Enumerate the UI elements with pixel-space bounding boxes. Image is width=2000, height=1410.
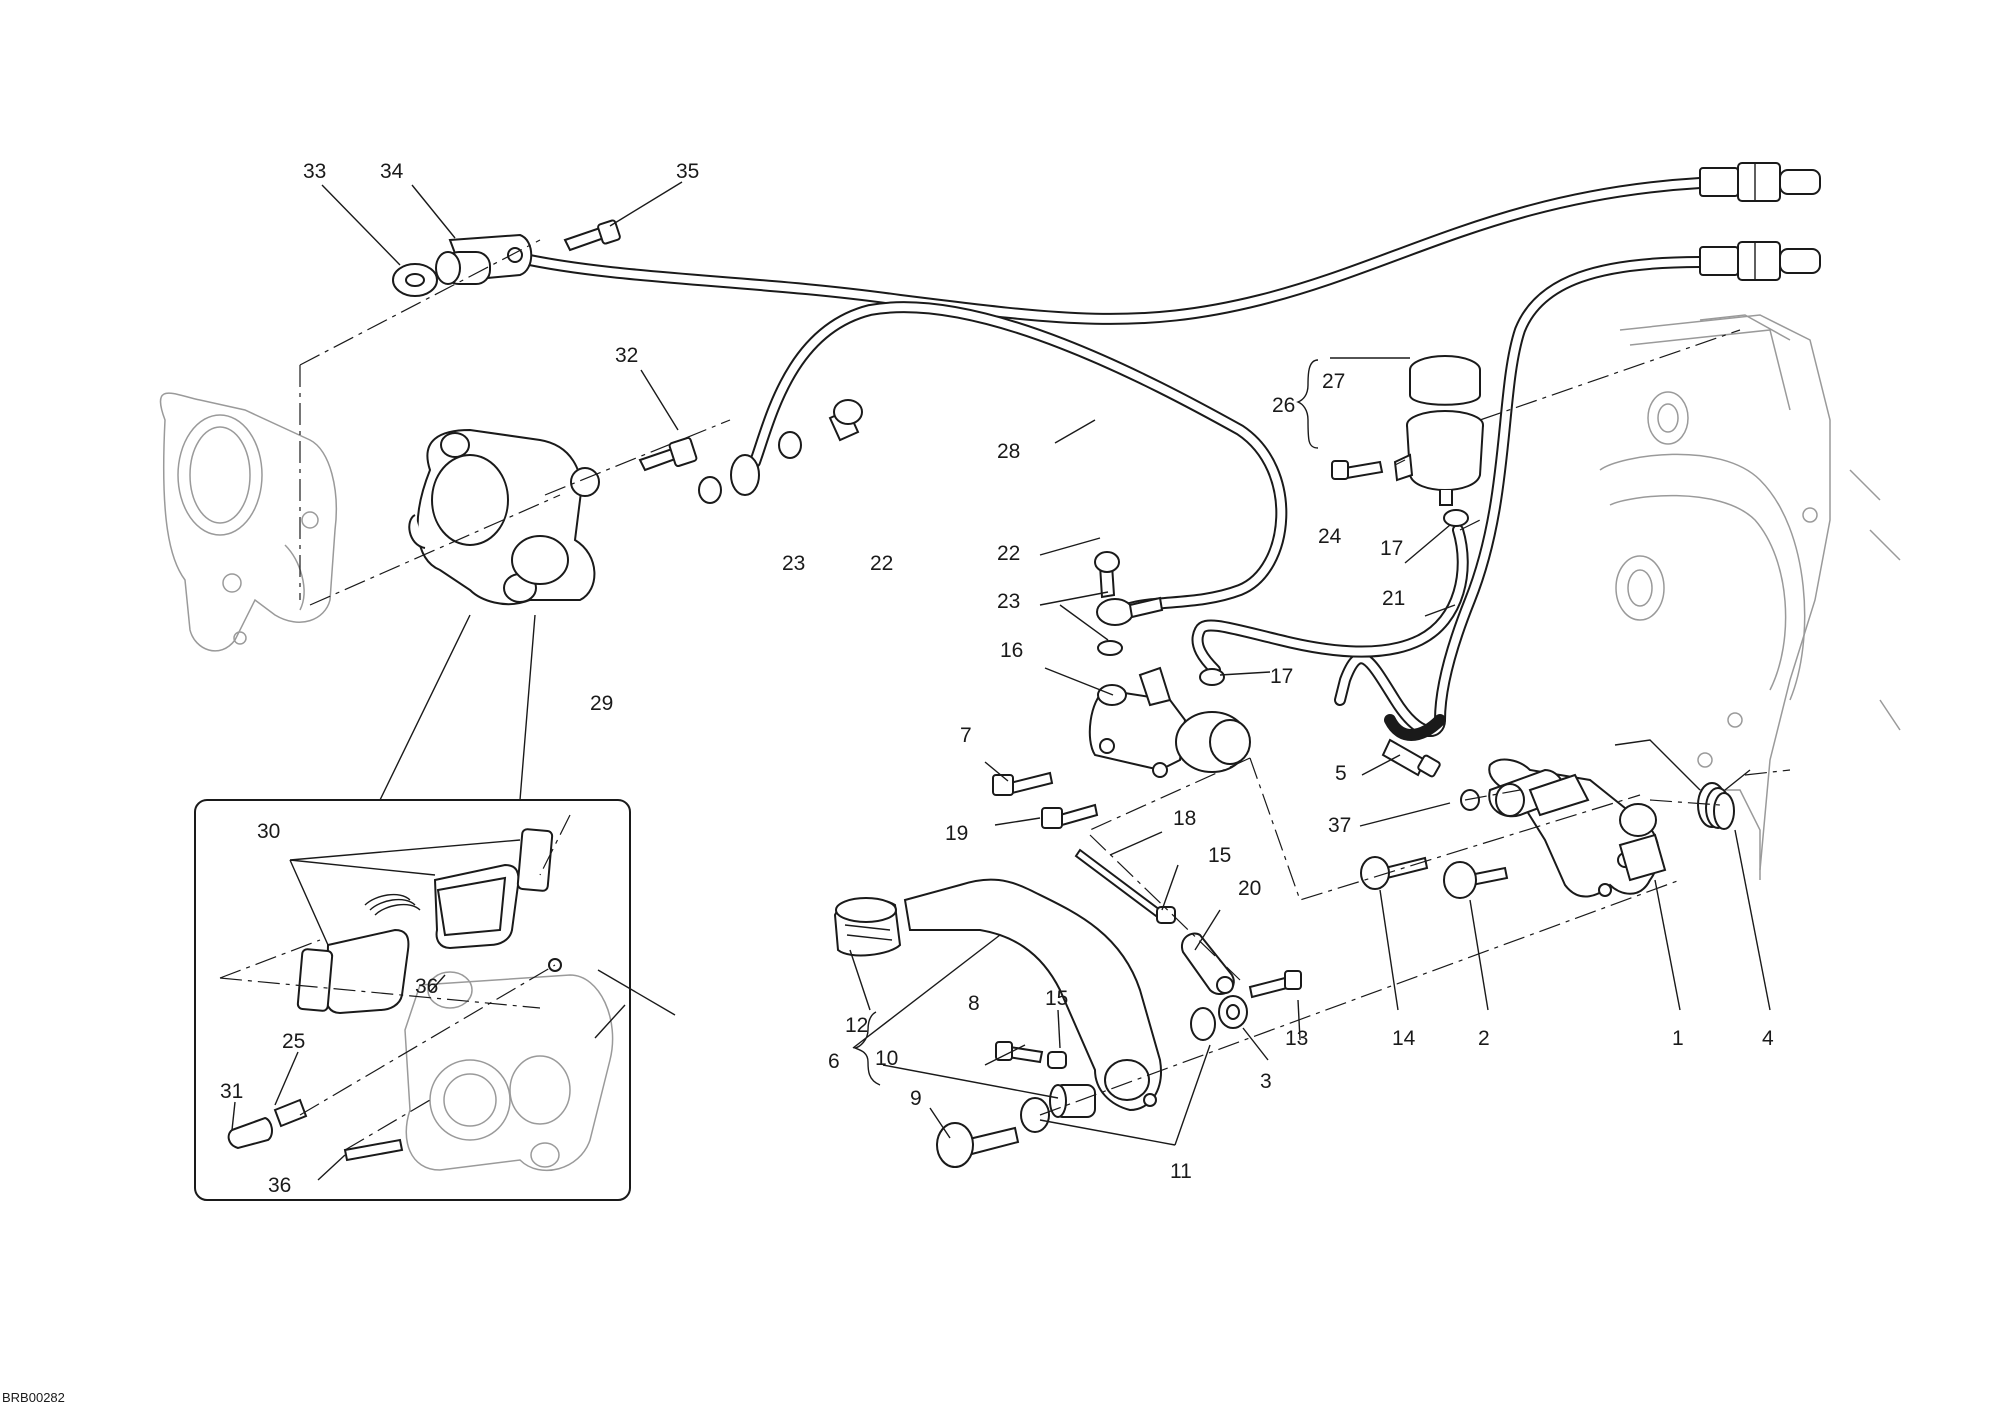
label-25: 25 bbox=[282, 1030, 305, 1053]
label-23-a: 23 bbox=[782, 552, 805, 575]
label-7: 7 bbox=[960, 724, 972, 747]
mount-bolts bbox=[1360, 789, 1509, 899]
pedal-pivot-hardware bbox=[936, 995, 1248, 1168]
label-33: 33 bbox=[303, 160, 326, 183]
label-22-a: 22 bbox=[870, 552, 893, 575]
leader-lines bbox=[231, 181, 1771, 1181]
label-28: 28 bbox=[997, 440, 1020, 463]
sensor-screw bbox=[563, 219, 621, 252]
upper-connector bbox=[1699, 162, 1821, 202]
label-10: 10 bbox=[875, 1047, 898, 1070]
caliper-bolt bbox=[638, 436, 698, 472]
label-4: 4 bbox=[1762, 1027, 1774, 1050]
group-bracket-6 bbox=[852, 1011, 881, 1086]
part-labels: 33 34 35 32 28 23 22 29 22 23 16 7 19 18… bbox=[2, 160, 1774, 1405]
brake-pedal bbox=[833, 878, 1162, 1112]
label-32: 32 bbox=[615, 344, 638, 367]
label-23-b: 23 bbox=[997, 590, 1020, 613]
label-16: 16 bbox=[1000, 639, 1023, 662]
label-12: 12 bbox=[845, 1014, 868, 1037]
label-27: 27 bbox=[1322, 370, 1345, 393]
label-17-a: 17 bbox=[1380, 537, 1403, 560]
label-21: 21 bbox=[1382, 587, 1405, 610]
label-37: 37 bbox=[1328, 814, 1351, 837]
label-34: 34 bbox=[380, 160, 404, 183]
label-15-b: 15 bbox=[1045, 987, 1068, 1010]
swingarm-bracket-ghost bbox=[159, 392, 338, 652]
label-30: 30 bbox=[257, 820, 280, 843]
label-29: 29 bbox=[590, 692, 613, 715]
master-cylinder bbox=[1088, 666, 1251, 778]
hose-clamp bbox=[1199, 509, 1469, 686]
label-17-b: 17 bbox=[1270, 665, 1293, 688]
hose-fitting bbox=[1381, 738, 1441, 778]
label-9: 9 bbox=[910, 1087, 922, 1110]
rear-caliper bbox=[408, 428, 600, 606]
label-36-a: 36 bbox=[415, 975, 438, 998]
label-3: 3 bbox=[1260, 1070, 1272, 1093]
return-spring bbox=[1614, 739, 1751, 830]
lower-connector bbox=[1699, 241, 1821, 281]
engine-frame-ghost bbox=[1599, 314, 1901, 880]
drawing-code: BRB00282 bbox=[2, 1390, 65, 1405]
label-26: 26 bbox=[1272, 394, 1295, 417]
footpeg-bracket bbox=[1488, 768, 1590, 818]
master-cylinder-bolts bbox=[992, 771, 1099, 829]
master-cylinder-banjo bbox=[1094, 551, 1164, 656]
label-13: 13 bbox=[1285, 1027, 1308, 1050]
brake-fluid-reservoir bbox=[1393, 355, 1484, 506]
speed-sensor bbox=[392, 233, 533, 297]
label-8: 8 bbox=[968, 992, 980, 1015]
label-14: 14 bbox=[1392, 1027, 1416, 1050]
push-rod bbox=[1074, 848, 1302, 999]
label-24: 24 bbox=[1318, 525, 1342, 548]
label-6: 6 bbox=[828, 1050, 840, 1073]
label-20: 20 bbox=[1238, 877, 1261, 900]
label-36-b: 36 bbox=[268, 1174, 291, 1197]
pedal-stop-bolt bbox=[995, 1041, 1067, 1069]
label-22-b: 22 bbox=[997, 542, 1020, 565]
caliper-banjo bbox=[698, 399, 863, 504]
label-35: 35 bbox=[676, 160, 699, 183]
label-15-a: 15 bbox=[1208, 844, 1231, 867]
label-11: 11 bbox=[1170, 1160, 1192, 1183]
label-19: 19 bbox=[945, 822, 968, 845]
label-5: 5 bbox=[1335, 762, 1347, 785]
brake-pad-inset bbox=[194, 614, 631, 1201]
label-2: 2 bbox=[1478, 1027, 1490, 1050]
label-31: 31 bbox=[220, 1080, 243, 1103]
label-1: 1 bbox=[1672, 1027, 1684, 1050]
group-bracket-26 bbox=[1296, 359, 1319, 449]
label-18: 18 bbox=[1173, 807, 1196, 830]
reservoir-screw bbox=[1331, 460, 1384, 480]
